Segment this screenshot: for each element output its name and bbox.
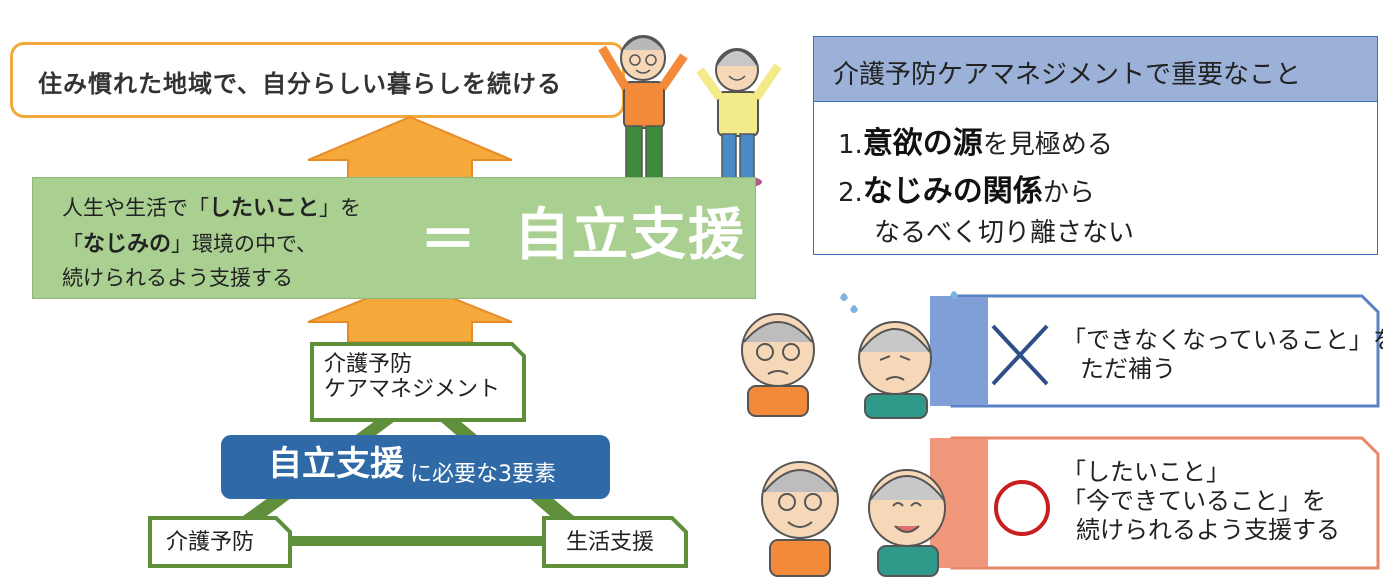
worried-couple-illustration [741,291,958,419]
important-points-header [813,36,1378,102]
band-line-3: 続けられるよう支援する [62,266,293,290]
good-callout-text: 「したいこと」 「今できていること」を 続けられるよう支援する [1062,458,1340,544]
care-management-label: 介護予防 ケアマネジメント [324,352,501,403]
goal-text: 住み慣れた地域で、自分らしい暮らしを続ける [38,70,563,98]
care-management-frame [310,342,526,422]
pill-sub-text: に必要な3要素 [410,462,556,487]
equals-sign: ＝ [420,208,476,273]
cheering-couple-illustration [598,35,782,187]
life-support-label: 生活支援 [566,530,655,555]
triangle-bottom-connector [286,536,548,546]
band-line-1: 人生や生活で「したいこと」を [62,196,362,221]
happy-couple-illustration [761,461,946,577]
three-elements-pill [221,435,610,499]
band-line-2: 「なじみの」環境の中で、 [62,232,318,257]
prevention-label: 介護予防 [166,530,255,555]
upper-arrow-icon [307,115,513,180]
important-point-1: 1.意欲の源を見極める [838,126,1113,161]
bad-callout-text: 「できなくなっていること」を ただ補う [1062,326,1383,383]
important-point-2-continued: なるべく切り離さない [874,218,1135,248]
important-point-2: 2.なじみの関係から [838,174,1095,209]
pill-main-text: 自立支援 [268,444,404,484]
self-reliance-definition-band [32,177,756,299]
self-reliance-support-term: 自立支援 [514,203,746,268]
circle-icon [994,480,1050,536]
life-support-frame [542,516,688,568]
prevention-frame [148,516,292,568]
goal-box [10,42,625,118]
important-points-title: 介護予防ケアマネジメントで重要なこと [833,60,1302,90]
